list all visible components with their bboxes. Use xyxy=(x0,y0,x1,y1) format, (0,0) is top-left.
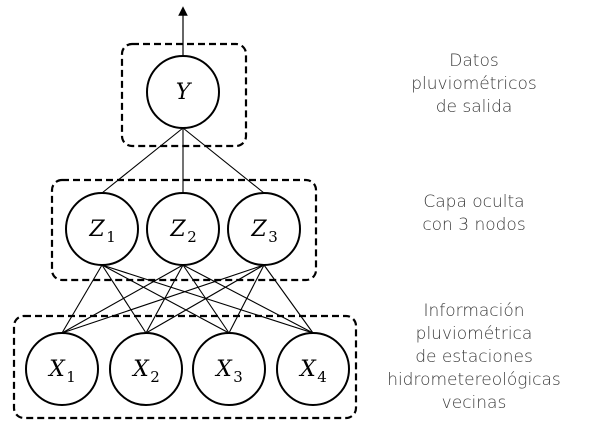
node-circle xyxy=(227,192,301,266)
output-layer-box xyxy=(120,42,248,148)
hidden-desc-line: con 3 nodos xyxy=(422,215,526,235)
input-layer-box xyxy=(12,314,358,420)
output-desc-line: pluviométricos xyxy=(411,74,537,94)
node-subscript: 2 xyxy=(150,368,160,386)
node-label: Z xyxy=(169,217,186,242)
edge-hidden-output xyxy=(101,127,184,194)
node-subscript: 3 xyxy=(233,368,243,386)
node-label: X xyxy=(47,357,66,382)
edge-input-hidden xyxy=(228,264,265,334)
input-desc-line: pluviométrica xyxy=(415,324,533,344)
edge-input-hidden xyxy=(61,264,184,334)
output-node-1: Y xyxy=(146,55,220,129)
node-circle xyxy=(65,192,139,266)
edge-input-hidden xyxy=(61,264,265,334)
input-desc-line: hidrometereológicas xyxy=(387,370,561,390)
edge-hidden-output xyxy=(182,127,265,194)
output-desc-line: de salida xyxy=(435,97,513,117)
node-label: X xyxy=(214,357,233,382)
edge-input-hidden xyxy=(101,264,147,334)
node-circle xyxy=(192,332,266,406)
edge-input-hidden xyxy=(101,264,314,334)
input-desc-line: Información xyxy=(423,301,525,321)
node-subscript: 4 xyxy=(317,368,327,386)
node-circle xyxy=(276,332,350,406)
input-desc-line: de estaciones xyxy=(415,347,533,367)
input-desc-line: vecinas xyxy=(441,393,507,413)
node-circle xyxy=(146,55,220,129)
edge-input-hidden xyxy=(263,264,314,334)
output-desc-line: Datos xyxy=(449,51,499,71)
node-label: X xyxy=(131,357,150,382)
input-layer-description: Información pluviométrica de estaciones … xyxy=(374,300,574,415)
edge-input-hidden xyxy=(61,264,103,334)
node-label: Z xyxy=(88,217,105,242)
node-subscript: 2 xyxy=(187,228,197,246)
connection-edges xyxy=(61,127,314,334)
hidden-layer-description: Capa oculta con 3 nodos xyxy=(374,191,574,237)
edge-input-hidden xyxy=(145,264,265,334)
node-circle xyxy=(109,332,183,406)
node-label: Z xyxy=(250,217,267,242)
node-circle xyxy=(25,332,99,406)
output-layer-description: Datos pluviométricos de salida xyxy=(374,50,574,119)
node-label: Y xyxy=(176,80,193,105)
hidden-desc-line: Capa oculta xyxy=(423,192,525,212)
node-label: X xyxy=(298,357,317,382)
edge-input-hidden xyxy=(101,264,230,334)
edge-input-hidden xyxy=(182,264,314,334)
hidden-layer-box xyxy=(50,178,318,282)
node-subscript: 1 xyxy=(106,228,116,246)
node-subscript: 3 xyxy=(268,228,278,246)
node-subscript: 1 xyxy=(66,368,76,386)
node-circle xyxy=(146,192,220,266)
